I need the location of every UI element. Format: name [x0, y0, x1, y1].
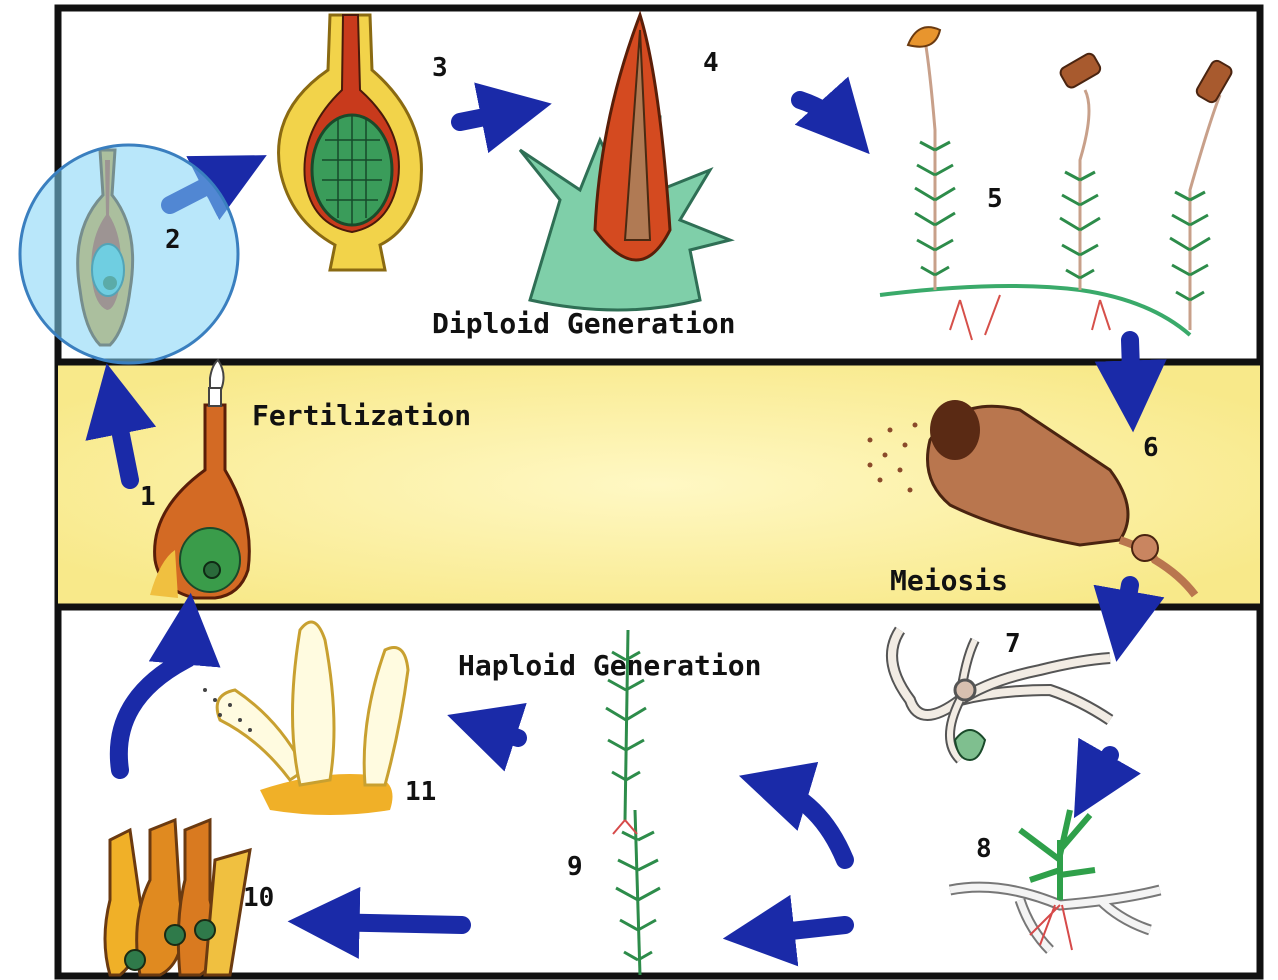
meiosis-label: Meiosis — [890, 564, 1008, 597]
stage-number-8: 8 — [976, 834, 992, 864]
stage-number-9: 9 — [567, 852, 583, 882]
arrow-5-to-6 — [1130, 340, 1132, 400]
stage-number-1: 1 — [140, 482, 156, 512]
stage-number-10: 10 — [243, 883, 274, 913]
arrow-6-to-7 — [1122, 585, 1130, 630]
arrow-9-to-11 — [478, 725, 518, 738]
arrow-8-to-9-lower — [755, 925, 845, 935]
haploid-generation-label: Haploid Generation — [458, 649, 761, 682]
stage-number-3: 3 — [432, 53, 448, 83]
stage-number-4: 4 — [703, 48, 719, 78]
diploid-generation-label: Diploid Generation — [432, 307, 735, 340]
stage-number-2: 2 — [165, 225, 181, 255]
stage-number-11: 11 — [405, 777, 436, 807]
stage-number-6: 6 — [1143, 433, 1159, 463]
stage-number-7: 7 — [1005, 629, 1021, 659]
stage-2-highlight — [20, 145, 238, 363]
fertilization-label: Fertilization — [252, 399, 471, 432]
arrow-3-to-4 — [460, 110, 520, 122]
stage-number-5: 5 — [987, 184, 1003, 214]
arrow-9-to-10 — [320, 922, 462, 925]
